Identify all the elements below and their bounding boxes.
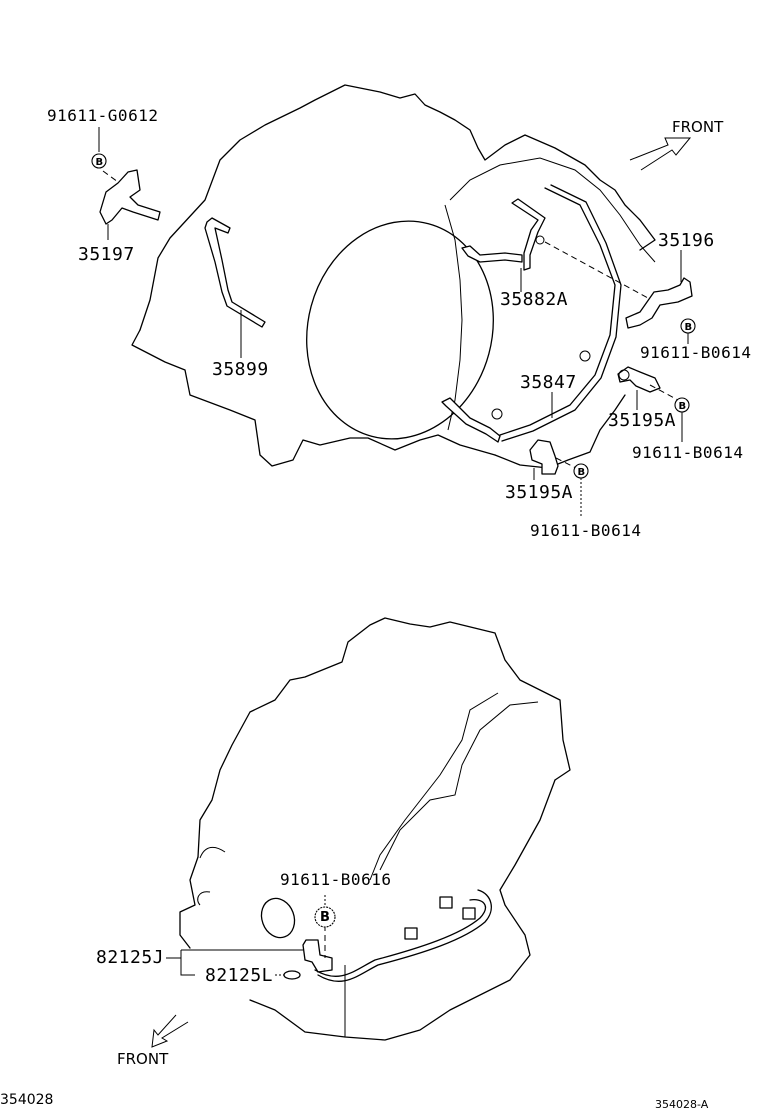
wiring-harness xyxy=(314,899,486,977)
callout-35196: 35196 xyxy=(658,230,715,251)
diagram-ref-right: 354028-A xyxy=(655,1098,709,1111)
svg-text:B: B xyxy=(578,467,586,478)
callout-35195A-right: 35195A xyxy=(608,410,676,431)
upper-view: B B B B FRONT xyxy=(47,84,751,540)
svg-text:B: B xyxy=(679,401,687,412)
diagram-ref-left: 354028 xyxy=(0,1092,53,1108)
bracket-35196 xyxy=(625,277,693,329)
harness-connector xyxy=(404,927,418,940)
speed-sensor-82125J xyxy=(302,939,333,973)
bolt-marker-B: B xyxy=(91,153,107,169)
callout-82125J: 82125J xyxy=(96,947,164,968)
callout-82125L: 82125L xyxy=(205,965,273,986)
callout-35882A: 35882A xyxy=(500,289,568,310)
bolt-marker-B: B xyxy=(674,397,690,413)
callout-35847: 35847 xyxy=(520,372,577,393)
svg-text:B: B xyxy=(320,910,330,925)
callout-35899: 35899 xyxy=(212,359,269,380)
bell-housing-inner xyxy=(449,157,656,263)
tube-35847 xyxy=(499,187,616,436)
grommet xyxy=(535,235,545,245)
tube-35882A xyxy=(511,198,546,271)
tube-35847-inner xyxy=(501,184,622,442)
front-arrow-icon xyxy=(151,1014,189,1048)
housing-left-edge xyxy=(131,329,496,467)
harness-connector xyxy=(439,896,453,909)
harness-connector xyxy=(462,907,476,920)
bell-contour xyxy=(369,692,499,881)
tube-35899 xyxy=(204,217,266,328)
grommet xyxy=(491,408,503,420)
front-label: FRONT xyxy=(117,1050,169,1068)
lower-view: B FRONT 91611-B0616 82125J 82125L xyxy=(96,617,571,1068)
callout-91611-B0616: 91611-B0616 xyxy=(280,870,391,889)
front-label: FRONT xyxy=(672,118,724,136)
svg-text:B: B xyxy=(685,322,693,333)
housing-curve xyxy=(199,846,226,859)
clamp-35195A-bottom xyxy=(529,439,559,475)
callout-35197: 35197 xyxy=(78,244,135,265)
svg-text:B: B xyxy=(96,157,104,168)
tube-35847-end xyxy=(441,397,501,443)
grommet xyxy=(579,350,591,362)
transmission-housing-outline xyxy=(139,84,656,331)
bell-contour-inner xyxy=(379,701,539,871)
bell-housing-inner-left xyxy=(444,204,463,431)
bolt-marker-B: B xyxy=(573,463,589,479)
front-arrow-icon xyxy=(629,137,692,171)
callout-91611-B0614-bottom: 91611-B0614 xyxy=(530,521,641,540)
wiring-harness-inner xyxy=(317,889,492,982)
callout-35195A-bottom: 35195A xyxy=(505,482,573,503)
callout-91611-G0612: 91611-G0612 xyxy=(47,106,158,125)
housing-right-edge xyxy=(249,779,556,1041)
bracket-35197 xyxy=(99,169,161,225)
bolt-marker-B: B xyxy=(680,318,696,334)
oil-seal xyxy=(260,897,296,939)
callout-91611-B0614-right: 91611-B0614 xyxy=(632,443,743,462)
callout-bracket xyxy=(166,949,303,976)
callout-91611-B0614-upper: 91611-B0614 xyxy=(640,343,751,362)
bolt-marker-B: B xyxy=(314,906,336,928)
housing-left-edge xyxy=(179,856,199,949)
housing-curve xyxy=(197,891,211,906)
tube-35882A-branch xyxy=(461,245,523,263)
converter-housing-opening xyxy=(306,220,494,440)
o-ring-82125L xyxy=(283,970,301,980)
housing-lower-right xyxy=(494,394,626,469)
transaxle-housing-outline xyxy=(197,617,571,858)
